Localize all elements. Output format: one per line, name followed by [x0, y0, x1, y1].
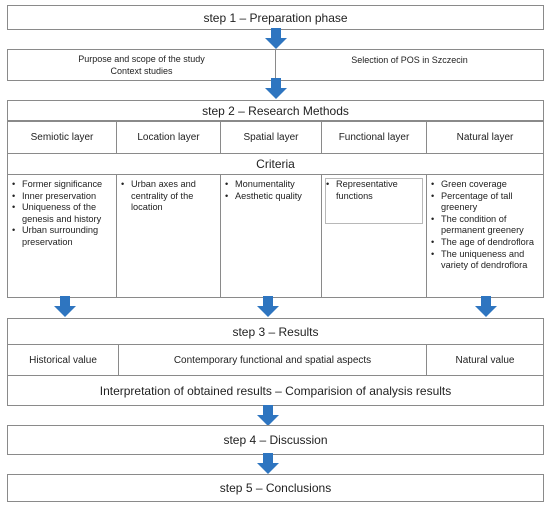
step5-title: step 5 – Conclusions [219, 481, 332, 495]
criteria-item: The age of dendroflora [431, 237, 540, 249]
prep-selection-label: Selection of POS in Szczecin [351, 55, 468, 65]
step4-title: step 4 – Discussion [223, 433, 328, 447]
layer-location: Location layer [116, 121, 221, 154]
interpretation-box: Interpretation of obtained results – Com… [7, 375, 544, 406]
layer-semiotic-label: Semiotic layer [30, 132, 94, 143]
criteria-title: Criteria [256, 157, 295, 171]
arrow-down-icon [475, 296, 497, 317]
prep-context-label: Context studies [110, 66, 173, 76]
criteria-natural: Green coverage Percentage of tall greene… [426, 174, 544, 298]
arrow-down-icon [257, 296, 279, 317]
prep-right-box: Selection of POS in Szczecin [275, 49, 544, 81]
result-contemporary: Contemporary functional and spatial aspe… [118, 344, 427, 376]
layer-spatial: Spatial layer [220, 121, 322, 154]
criteria-item: Percentage of tall greenery [431, 191, 540, 214]
criteria-item: Uniqueness of the genesis and history [12, 202, 113, 225]
criteria-functional: Representative functions [321, 174, 427, 298]
layer-semiotic: Semiotic layer [7, 121, 117, 154]
step3-box: step 3 – Results [7, 318, 544, 345]
criteria-spatial: Monumentality Aesthetic quality [220, 174, 322, 298]
arrow-down-icon [265, 78, 287, 99]
criteria-location: Urban axes and centrality of the locatio… [116, 174, 221, 298]
arrow-down-icon [265, 28, 287, 49]
criteria-item: Former significance [12, 179, 113, 191]
criteria-box: Criteria [7, 153, 544, 175]
criteria-semiotic: Former significance Inner preservation U… [7, 174, 117, 298]
step1-title: step 1 – Preparation phase [203, 10, 348, 25]
step3-title: step 3 – Results [232, 324, 319, 339]
result-natural: Natural value [426, 344, 544, 376]
layer-natural-label: Natural layer [456, 132, 514, 143]
result-historical: Historical value [7, 344, 119, 376]
prep-purpose-label: Purpose and scope of the study [78, 54, 205, 64]
interpretation-text: Interpretation of obtained results – Com… [99, 383, 452, 398]
criteria-item: Urban axes and centrality of the locatio… [121, 179, 217, 214]
criteria-item: Green coverage [431, 179, 540, 191]
result-historical-label: Historical value [29, 354, 97, 366]
layer-natural: Natural layer [426, 121, 544, 154]
step4-box: step 4 – Discussion [7, 425, 544, 455]
prep-left-box: Purpose and scope of the study Context s… [7, 49, 276, 81]
criteria-item: Inner preservation [12, 191, 113, 203]
layer-functional-label: Functional layer [338, 132, 410, 143]
result-contemporary-label: Contemporary functional and spatial aspe… [173, 354, 372, 366]
criteria-item: The uniqueness and variety of dendroflor… [431, 249, 540, 272]
step5-box: step 5 – Conclusions [7, 474, 544, 502]
criteria-item: Monumentality [225, 179, 318, 191]
arrow-down-icon [257, 405, 279, 426]
result-natural-label: Natural value [455, 354, 515, 366]
step2-box: step 2 – Research Methods [7, 100, 544, 121]
criteria-item: Urban surrounding preservation [12, 225, 113, 248]
arrow-down-icon [54, 296, 76, 317]
layer-spatial-label: Spatial layer [243, 132, 299, 143]
criteria-item: The condition of permanent greenery [431, 214, 540, 237]
criteria-item: Representative functions [326, 179, 423, 202]
layer-location-label: Location layer [137, 132, 200, 143]
arrow-down-icon [257, 453, 279, 474]
step2-title: step 2 – Research Methods [202, 103, 349, 118]
step1-box: step 1 – Preparation phase [7, 5, 544, 30]
layer-functional: Functional layer [321, 121, 427, 154]
criteria-item: Aesthetic quality [225, 191, 318, 203]
